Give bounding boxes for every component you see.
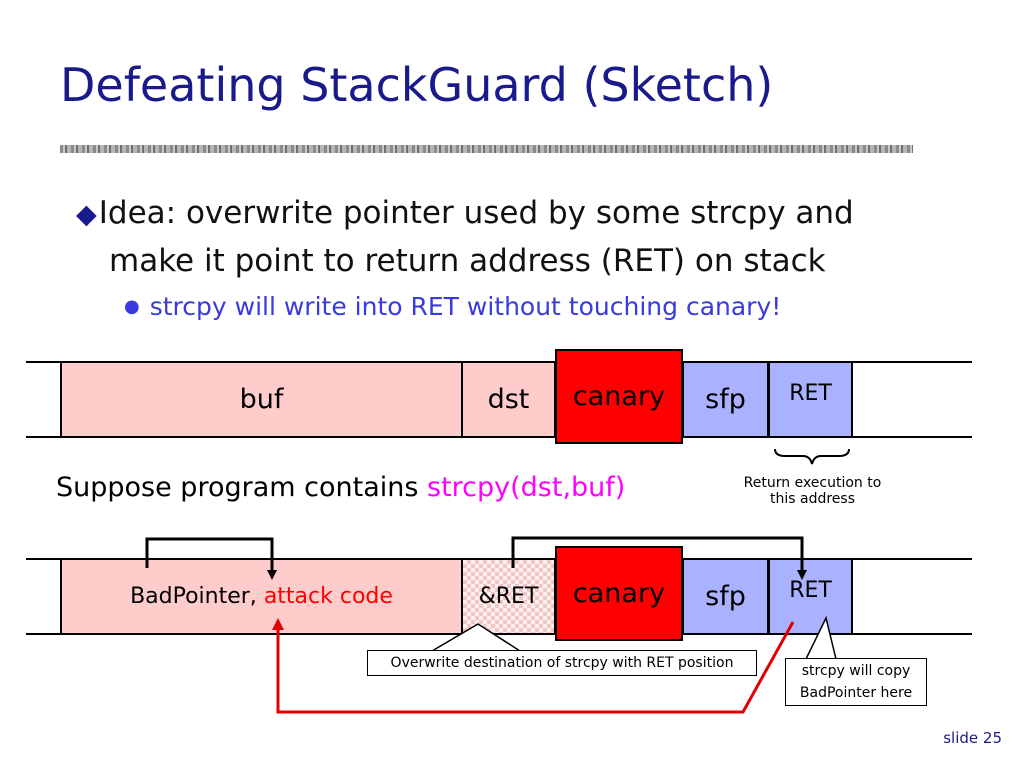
badpointer-arrow bbox=[145, 537, 277, 580]
ret-annotation-line1: Return execution to bbox=[743, 475, 882, 491]
main-bullet: ◆Idea: overwrite pointer used by some st… bbox=[76, 190, 976, 284]
title-divider bbox=[60, 145, 913, 153]
ret-address-cell: &RET bbox=[461, 558, 556, 635]
attack-code-label: attack code bbox=[263, 584, 393, 609]
dst-label: dst bbox=[487, 384, 530, 415]
return-to-attack-arrow bbox=[272, 618, 795, 714]
ret-cell: RET bbox=[768, 361, 853, 438]
canary-label: canary bbox=[572, 381, 666, 412]
copy-callout-line1: strcpy will copy bbox=[801, 663, 911, 679]
sub-bullet: ● strcpy will write into RET without touc… bbox=[124, 292, 781, 321]
ret-address-label: &RET bbox=[478, 584, 539, 609]
sfp-cell-bottom: sfp bbox=[682, 558, 769, 635]
sfp-label-bottom: sfp bbox=[705, 581, 746, 612]
canary-cell: canary bbox=[555, 349, 683, 444]
copy-callout: strcpy will copy BadPointer here bbox=[785, 658, 927, 706]
badpointer-label: BadPointer, bbox=[130, 584, 257, 609]
canary-label-bottom: canary bbox=[572, 578, 666, 609]
copy-callout-line2: BadPointer here bbox=[799, 685, 913, 701]
diamond-bullet-icon: ◆ bbox=[76, 199, 97, 230]
strcpy-code: strcpy(dst,buf) bbox=[427, 472, 626, 503]
ret-label: RET bbox=[789, 381, 832, 406]
overwrite-callout-pointer bbox=[431, 623, 521, 652]
slide-number: slide 25 bbox=[943, 729, 1002, 747]
suppose-prefix: Suppose program contains bbox=[56, 472, 428, 503]
badpointer-cell: BadPointer, attack code bbox=[60, 558, 463, 635]
copy-callout-pointer bbox=[805, 615, 837, 660]
ret-pointer-arrow bbox=[511, 536, 807, 580]
dst-cell: dst bbox=[461, 361, 556, 438]
overwrite-callout-text: Overwrite destination of strcpy with RET… bbox=[390, 655, 734, 671]
ret-annotation: Return execution to this address bbox=[725, 475, 900, 507]
slide-title: Defeating StackGuard (Sketch) bbox=[60, 58, 774, 112]
sfp-cell: sfp bbox=[682, 361, 769, 438]
ret-annotation-line2: this address bbox=[770, 491, 855, 507]
ret-brace bbox=[774, 448, 850, 465]
main-bullet-line2: make it point to return address (RET) on… bbox=[109, 243, 826, 279]
ret-label-bottom: RET bbox=[789, 578, 832, 603]
canary-cell-bottom: canary bbox=[555, 546, 683, 641]
sub-bullet-text: strcpy will write into RET without touch… bbox=[149, 292, 782, 321]
buf-label: buf bbox=[239, 384, 284, 415]
main-bullet-line1: Idea: overwrite pointer used by some str… bbox=[98, 195, 854, 231]
sfp-label: sfp bbox=[705, 384, 746, 415]
suppose-text: Suppose program contains strcpy(dst,buf) bbox=[56, 472, 625, 503]
buf-cell: buf bbox=[60, 361, 463, 438]
dot-bullet-icon: ● bbox=[124, 296, 140, 317]
ret-cell-bottom: RET bbox=[768, 558, 853, 635]
overwrite-callout: Overwrite destination of strcpy with RET… bbox=[367, 650, 757, 676]
